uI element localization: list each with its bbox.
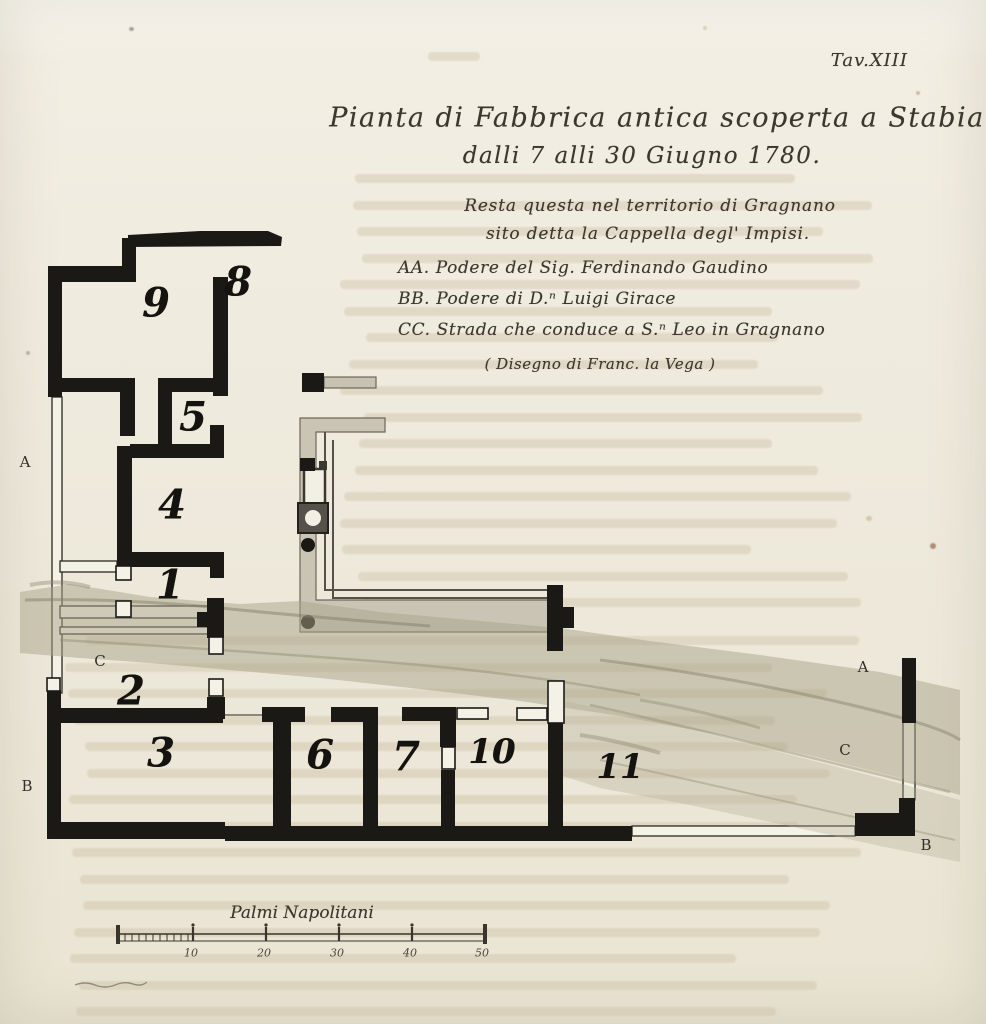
bleed-line: [339, 518, 838, 528]
room-number-7: 7: [392, 733, 420, 781]
scale-tick-40: 40: [403, 946, 417, 960]
scale-tick-30: 30: [330, 946, 344, 960]
bleed-line: [363, 412, 863, 422]
bleed-line: [362, 598, 862, 607]
bleed-line: [74, 927, 820, 937]
foxing-speck: [916, 91, 920, 95]
foxing-speck: [866, 516, 872, 521]
room-number-5: 5: [179, 393, 207, 441]
boundary-letter-b-right: B: [920, 836, 932, 854]
room-number-10: 10: [468, 732, 516, 772]
bleed-line: [82, 901, 831, 910]
foxing-speck: [129, 27, 134, 31]
bleed-line: [70, 954, 737, 963]
foxing-speck: [703, 26, 707, 30]
boundary-letter-c-left: C: [94, 652, 106, 670]
bleed-line: [67, 689, 828, 698]
boundary-letter-c-right: C: [839, 741, 851, 759]
printer-imprint-mark: [74, 981, 148, 988]
bleed-line: [86, 768, 830, 778]
bleed-line: [354, 174, 795, 183]
bleed-line: [428, 52, 480, 61]
scale-tick-10: 10: [184, 946, 198, 960]
bleed-line: [340, 386, 823, 395]
hollow-blocks-group: [46, 565, 565, 770]
scale-bar-title: Palmi Napolitani: [230, 903, 374, 923]
plate-subtitle-line1: Resta questa nel territorio di Gragnano: [464, 196, 836, 216]
bleed-line: [84, 742, 788, 751]
foxing-speck: [26, 351, 30, 355]
bleed-line: [362, 253, 873, 263]
boundary-letter-a-right: A: [857, 658, 869, 676]
bleed-line: [75, 1007, 776, 1016]
bleed-line: [343, 306, 772, 316]
scale-tick-20: 20: [257, 946, 271, 960]
bleed-line: [343, 492, 852, 501]
bleed-line: [358, 571, 849, 581]
portico-group: [297, 376, 563, 633]
column-dot: [301, 538, 315, 552]
room-number-2: 2: [117, 667, 145, 715]
bleed-line: [365, 333, 779, 342]
bleed-line: [353, 200, 872, 210]
room-number-1: 1: [156, 561, 184, 609]
boundary-letter-a-left: A: [19, 453, 31, 471]
room-number-3: 3: [147, 729, 175, 777]
bleed-line: [79, 980, 817, 990]
bleed-line: [358, 439, 772, 448]
foxing-speck: [930, 543, 936, 549]
bleed-line: [340, 280, 860, 289]
boundary-letter-b-left: B: [21, 777, 33, 795]
bleed-line: [69, 795, 797, 804]
plate-subtitle-line2: sito detta la Cappella degl' Impisi.: [486, 224, 810, 244]
bleed-line: [348, 359, 758, 369]
plate-title-line2: dalli 7 alli 30 Giugno 1780.: [462, 143, 822, 169]
room-number-8: 8: [224, 258, 252, 306]
room-number-11: 11: [596, 747, 644, 787]
bleed-line: [71, 848, 861, 857]
legend-item-bb: BB. Podere di D.ⁿ Luigi Girace: [398, 289, 677, 309]
room-number-9: 9: [142, 279, 170, 327]
bleed-line: [356, 227, 823, 236]
plate-title-line1: Pianta di Fabbrica antica scoperta a Sta…: [329, 102, 985, 134]
bleed-line: [342, 545, 751, 554]
drawing-credit: ( Disegno di Franc. la Vega ): [484, 355, 716, 373]
bleed-line: [355, 465, 818, 475]
bleed-line: [79, 874, 790, 884]
scale-tick-50: 50: [475, 946, 489, 960]
room-number-6: 6: [306, 731, 334, 779]
scale-bar-group: [116, 923, 487, 944]
legend-item-aa: AA. Podere del Sig. Ferdinando Gaudino: [398, 258, 769, 278]
room-number-4: 4: [158, 481, 186, 529]
legend-item-cc: CC. Strada che conduce a S.ⁿ Leo in Grag…: [398, 320, 826, 340]
plate-number: Tav.XIII: [830, 50, 908, 71]
black-walls-group: [47, 231, 916, 841]
